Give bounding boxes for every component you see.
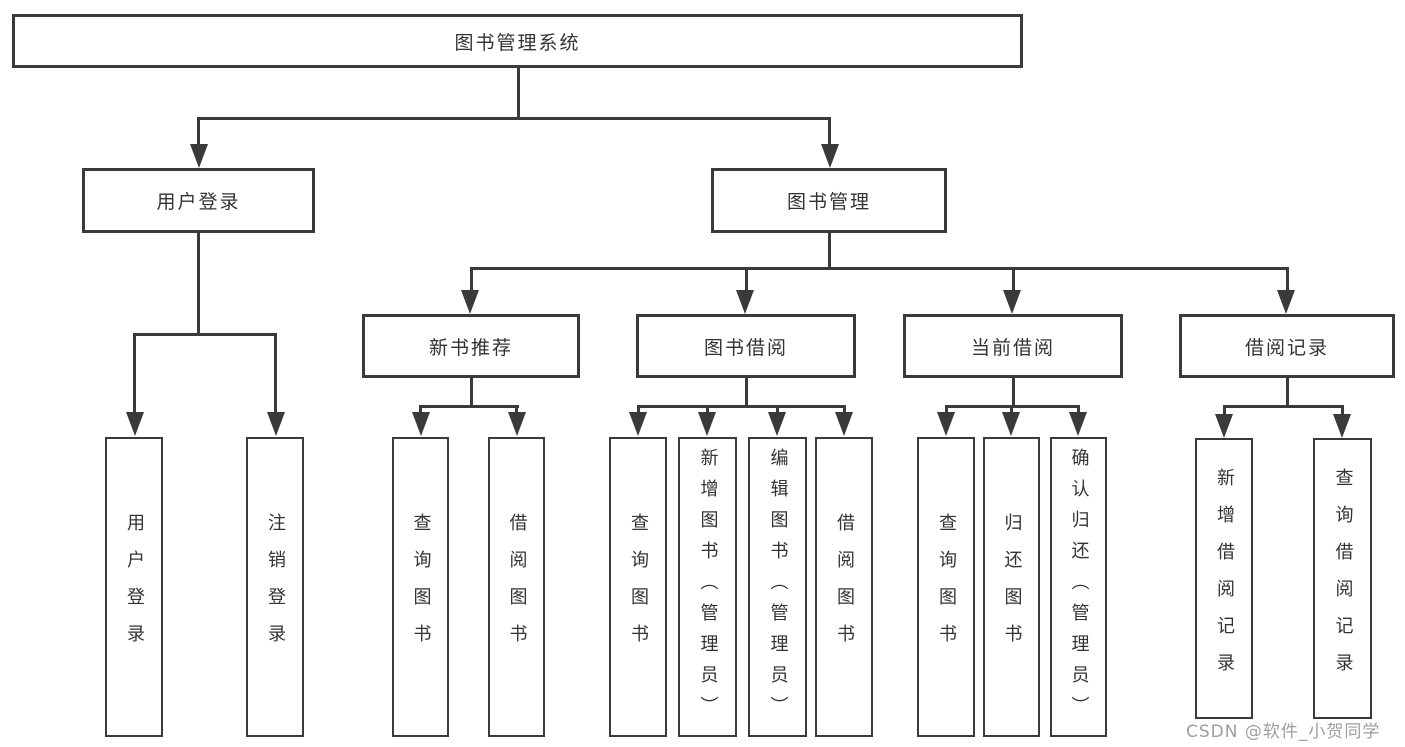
- leaf-bb-edit-book-admin-label: 编辑图书（管理员）: [767, 447, 789, 727]
- leaf-user-login-label: 用户登录: [124, 513, 145, 661]
- arrowhead-book-borrow: [736, 290, 754, 314]
- leaf-cb-query-book-label: 查询图书: [936, 513, 957, 661]
- connector-ul-leaf1-stem: [133, 333, 136, 415]
- arrowhead-bb-leaf3: [768, 412, 786, 436]
- leaf-br-query-record-label: 查询借阅记录: [1332, 467, 1354, 690]
- leaf-nbr-query-book: 查询图书: [392, 437, 449, 737]
- connector-nbr-hline: [419, 405, 519, 408]
- leaf-nbr-query-book-label: 查询图书: [410, 513, 432, 661]
- connector-bb-leaf2-stem: [706, 405, 709, 417]
- node-new-book-recommend-label: 新书推荐: [428, 336, 513, 359]
- connector-br-leaf2-stem: [1341, 405, 1344, 418]
- connector-cb-stem: [1012, 378, 1015, 407]
- leaf-nbr-borrow-book: 借阅图书: [488, 437, 545, 737]
- connector-nbr-leaf1-stem: [419, 405, 422, 417]
- leaf-cb-confirm-return-admin: 确认归还（管理员）: [1050, 437, 1107, 737]
- node-borrow-records-label: 借阅记录: [1244, 336, 1329, 359]
- connector-br-leaf1-stem: [1223, 405, 1226, 418]
- leaf-bb-edit-book-admin: 编辑图书（管理员）: [748, 437, 807, 737]
- leaf-br-add-record: 新增借阅记录: [1195, 438, 1253, 719]
- connector-nbr-leaf2-stem: [515, 405, 518, 417]
- connector-br-top-stem: [1286, 267, 1289, 293]
- leaf-bb-borrow-book: 借阅图书: [815, 437, 873, 737]
- arrowhead-bb-leaf2: [698, 412, 716, 436]
- node-new-book-recommend: 新书推荐: [362, 314, 580, 378]
- leaf-bb-add-book-admin-label: 新增图书（管理员）: [697, 447, 719, 727]
- arrowhead-cb-leaf3: [1069, 412, 1087, 436]
- connector-cb-top-stem: [1012, 267, 1015, 293]
- leaf-logout: 注销登录: [246, 437, 304, 737]
- node-user-login: 用户登录: [82, 168, 315, 233]
- node-book-borrow-label: 图书借阅: [703, 336, 788, 359]
- node-root: 图书管理系统: [12, 14, 1023, 68]
- arrowhead-borrow-records: [1277, 290, 1295, 314]
- arrowhead-cb-leaf1: [937, 412, 955, 436]
- connector-ul-stem: [197, 232, 200, 335]
- leaf-logout-label: 注销登录: [265, 513, 286, 661]
- leaf-cb-query-book: 查询图书: [917, 437, 975, 737]
- leaf-bb-query-book: 查询图书: [609, 437, 667, 737]
- connector-br-stem: [1286, 378, 1289, 407]
- leaf-bb-add-book-admin: 新增图书（管理员）: [678, 437, 737, 737]
- node-book-management-label: 图书管理: [786, 191, 871, 213]
- connector-bm-stem: [828, 233, 831, 269]
- node-root-label: 图书管理系统: [454, 31, 581, 54]
- node-borrow-records: 借阅记录: [1179, 314, 1395, 378]
- leaf-user-login: 用户登录: [105, 437, 163, 737]
- connector-bb-leaf3-stem: [776, 405, 779, 417]
- leaf-bb-query-book-label: 查询图书: [628, 513, 649, 661]
- arrowhead-bb-leaf1: [629, 412, 647, 436]
- arrowhead-current-borrow: [1003, 290, 1021, 314]
- arrowhead-br-leaf1: [1215, 414, 1233, 438]
- leaf-br-add-record-label: 新增借阅记录: [1214, 467, 1235, 690]
- node-current-borrow-label: 当前借阅: [970, 336, 1055, 359]
- connector-nbr-top-stem: [470, 267, 473, 293]
- arrowhead-cb-leaf2: [1002, 412, 1020, 436]
- connector-level2-hline: [197, 117, 831, 120]
- connector-ul-hline: [133, 333, 277, 336]
- arrowhead-nbr-leaf2: [508, 412, 526, 436]
- node-book-borrow: 图书借阅: [636, 314, 856, 378]
- connector-bb-hline: [637, 405, 846, 408]
- connector-bb-top-stem: [745, 267, 748, 293]
- csdn-watermark: CSDN @软件_小贺同学: [1186, 722, 1381, 742]
- arrowhead-ul-leaf1: [126, 412, 144, 436]
- connector-user-login-stem: [197, 117, 200, 147]
- connector-bb-leaf4-stem: [843, 405, 846, 417]
- arrowhead-user-login: [190, 144, 208, 168]
- connector-ul-leaf2-stem: [274, 333, 277, 415]
- arrowhead-new-book-rec: [461, 290, 479, 314]
- connector-root-stem: [517, 68, 520, 118]
- connector-cb-leaf3-stem: [1077, 405, 1080, 417]
- arrowhead-ul-leaf2: [267, 412, 285, 436]
- arrowhead-nbr-leaf1: [412, 412, 430, 436]
- arrowhead-br-leaf2: [1333, 414, 1351, 438]
- leaf-bb-borrow-book-label: 借阅图书: [834, 513, 855, 661]
- node-book-management: 图书管理: [711, 168, 947, 233]
- connector-nbr-stem: [470, 378, 473, 407]
- leaf-cb-confirm-return-admin-label: 确认归还（管理员）: [1068, 447, 1090, 727]
- connector-cb-leaf1-stem: [945, 405, 948, 417]
- connector-br-hline: [1223, 405, 1344, 408]
- leaf-br-query-record: 查询借阅记录: [1313, 438, 1372, 719]
- connector-bb-stem: [745, 378, 748, 407]
- connector-level3-hline: [470, 267, 1289, 270]
- connector-book-mgmt-stem: [828, 117, 831, 147]
- connector-bb-leaf1-stem: [637, 405, 640, 417]
- leaf-cb-return-book: 归还图书: [983, 437, 1040, 737]
- node-user-login-label: 用户登录: [156, 191, 241, 213]
- node-current-borrow: 当前借阅: [903, 314, 1123, 378]
- leaf-cb-return-book-label: 归还图书: [1001, 513, 1023, 661]
- leaf-nbr-borrow-book-label: 借阅图书: [506, 513, 528, 661]
- connector-cb-leaf2-stem: [1010, 405, 1013, 417]
- arrowhead-bb-leaf4: [835, 412, 853, 436]
- arrowhead-book-mgmt: [821, 144, 839, 168]
